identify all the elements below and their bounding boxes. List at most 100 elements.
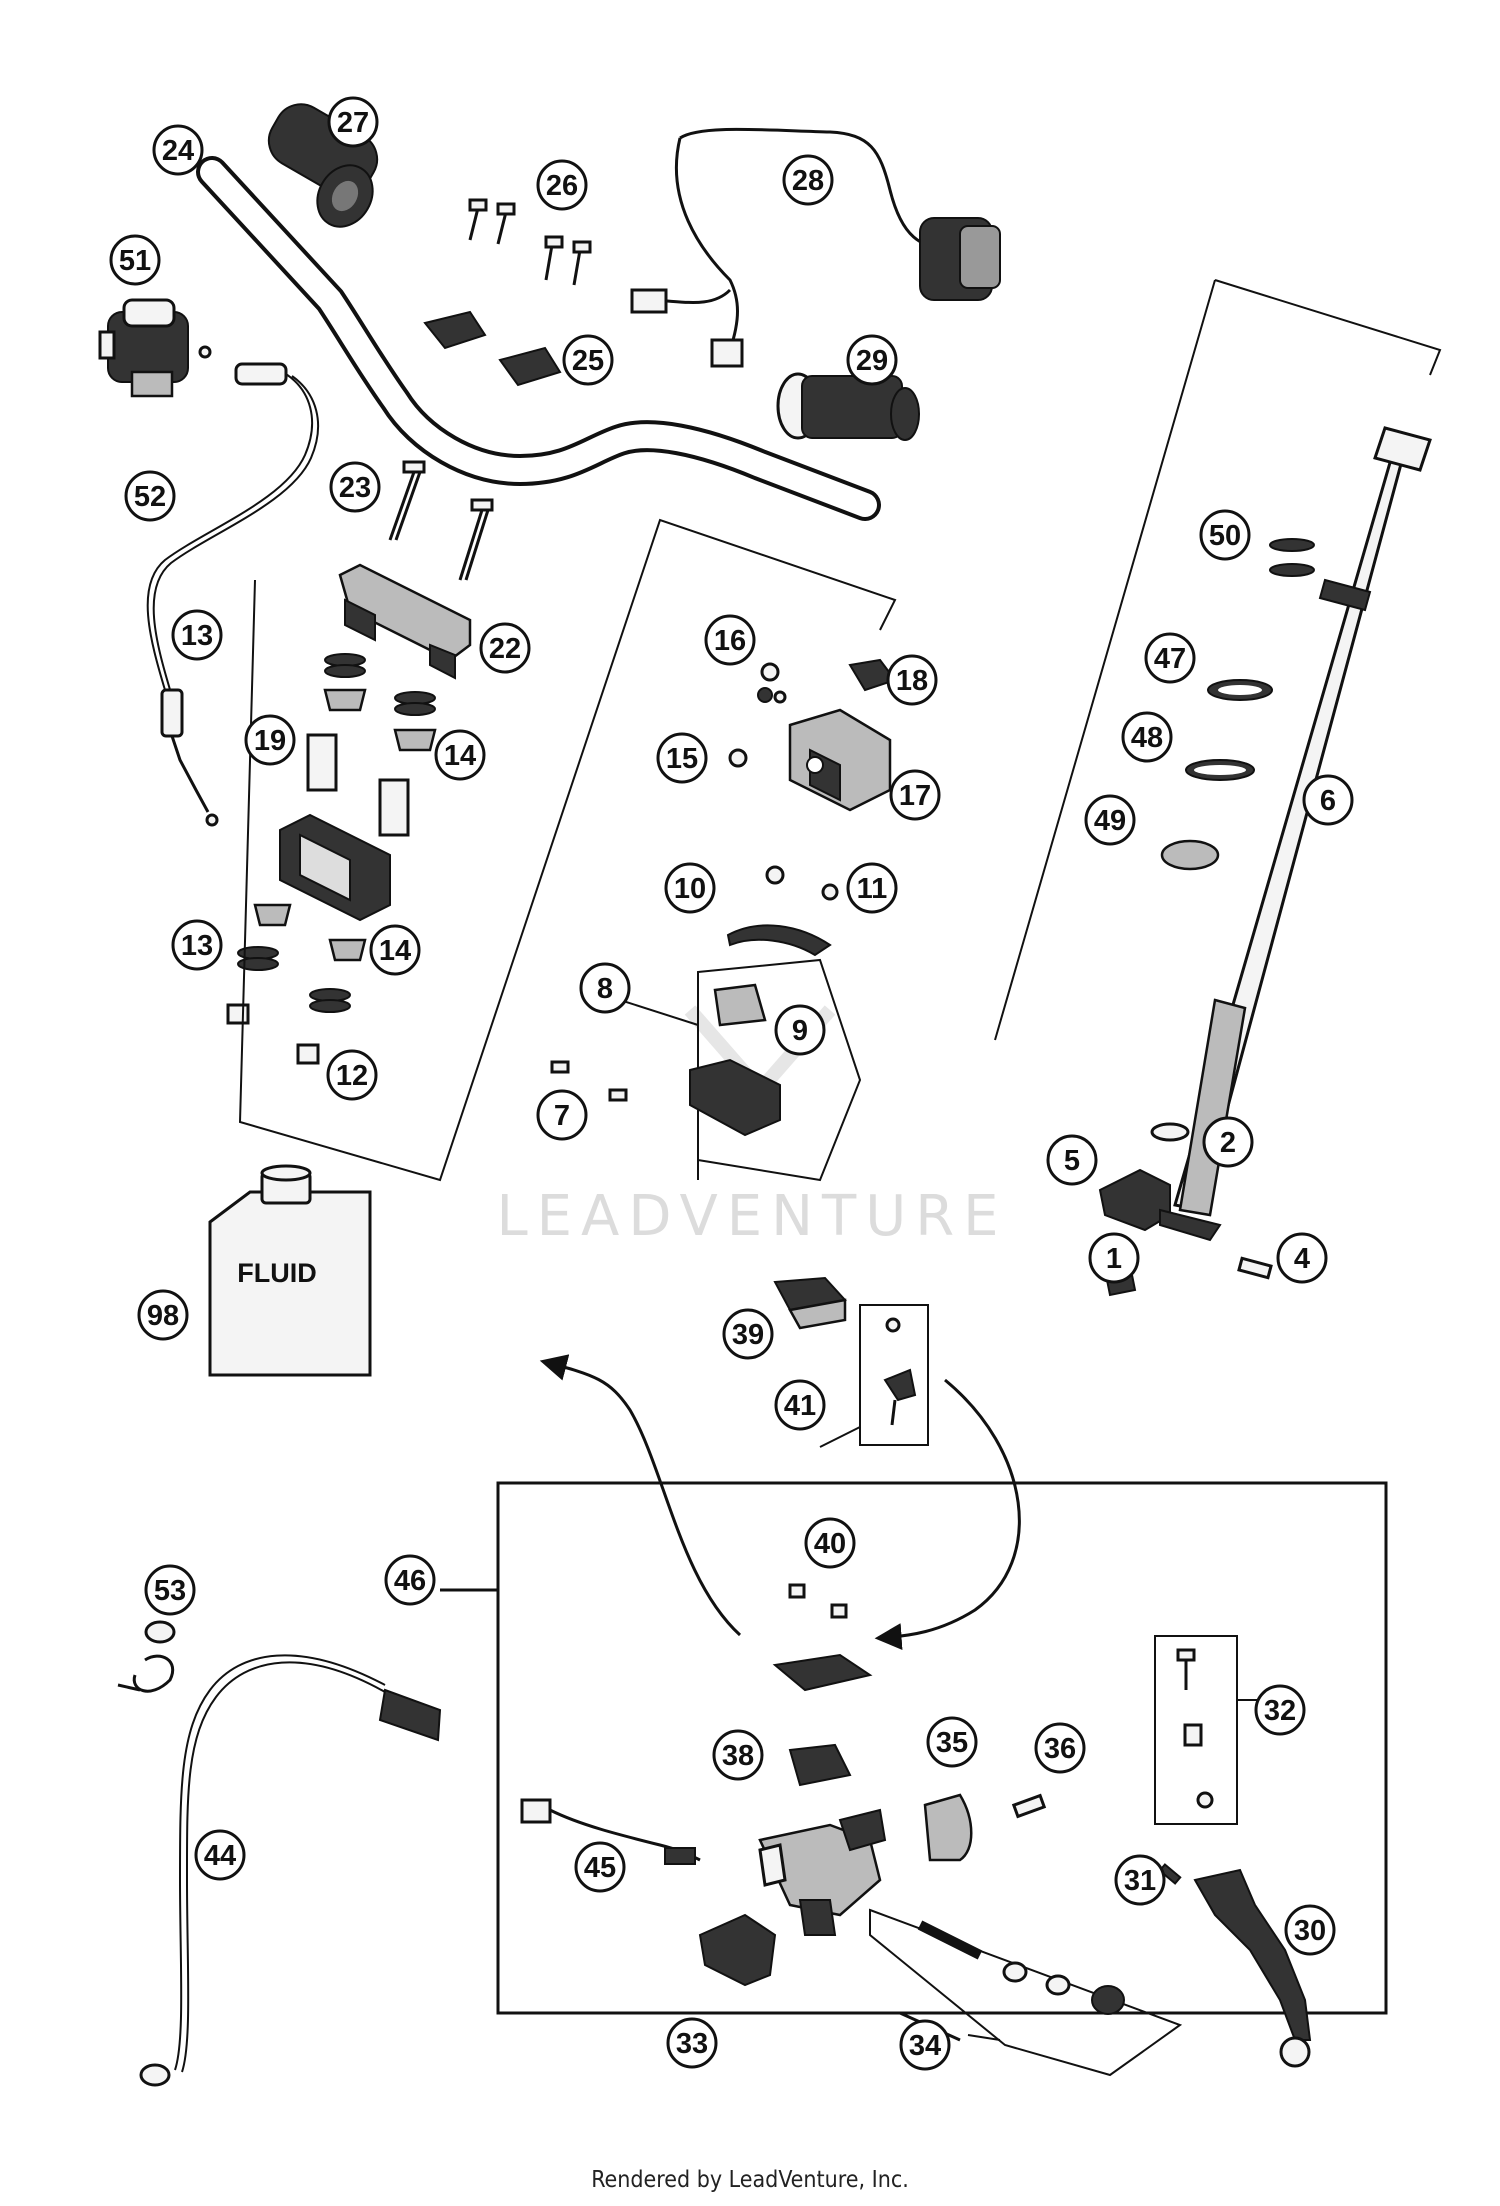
callout-label: 49 [1094, 805, 1126, 837]
callout-27: 27 [327, 96, 379, 148]
callout-circle [137, 1289, 189, 1341]
callout-45: 45 [574, 1841, 626, 1893]
callout-circle [1088, 1232, 1140, 1284]
callout-33: 33 [666, 2017, 718, 2069]
callout-circle [109, 234, 161, 286]
callout-13: 13 [171, 609, 223, 661]
callout-18: 18 [886, 654, 938, 706]
callout-label: 48 [1131, 722, 1163, 754]
brake-switch-45 [520, 1798, 701, 1865]
callout-12: 12 [326, 1049, 378, 1101]
callout-label: 17 [899, 780, 931, 812]
callout-28: 28 [782, 154, 834, 206]
callout-circle [712, 1729, 764, 1781]
callout-label: 5 [1064, 1145, 1080, 1177]
diaphragm-38 [788, 1743, 852, 1787]
callout-label: 31 [1124, 1865, 1156, 1897]
callout-circle [774, 1004, 826, 1056]
dashed-frame-clamp [238, 518, 897, 1182]
callout-circle [664, 862, 716, 914]
reservoir-cover-40 [772, 1583, 873, 1692]
bolts-26 [468, 198, 592, 286]
callout-38: 38 [712, 1729, 764, 1781]
callout-circle [886, 654, 938, 706]
clamp-35-36 [923, 1793, 1047, 1862]
callout-51: 51 [109, 234, 161, 286]
callout-label: 14 [444, 740, 476, 772]
small-parts-32 [1154, 1635, 1238, 1825]
callout-2: 2 [1202, 1116, 1254, 1168]
callout-31: 31 [1114, 1854, 1166, 1906]
callout-label: 98 [147, 1300, 179, 1332]
callout-44: 44 [194, 1829, 246, 1881]
callout-label: 2 [1220, 1127, 1236, 1159]
callout-label: 11 [857, 873, 888, 905]
piston-kit-34 [869, 1908, 1183, 2077]
callout-14: 14 [434, 729, 486, 781]
callout-98: 98 [137, 1289, 189, 1341]
callout-circle [846, 334, 898, 386]
watermark-text: LEADVENTURE [496, 1184, 1007, 1249]
callout-10: 10 [664, 862, 716, 914]
handlebar [196, 156, 881, 521]
callout-circle [782, 154, 834, 206]
callout-circle [722, 1308, 774, 1360]
rubber-pad [726, 865, 839, 957]
callout-label: 44 [204, 1840, 236, 1872]
callout-circle [1254, 1684, 1306, 1736]
callout-label: 41 [784, 1390, 816, 1422]
callout-46: 46 [384, 1554, 436, 1606]
callout-label: 12 [336, 1060, 368, 1092]
callout-7: 7 [536, 1089, 588, 1141]
callout-6: 6 [1302, 774, 1354, 826]
master-cylinder-body [758, 1808, 887, 1936]
throttle-cable [146, 362, 320, 827]
callout-22: 22 [479, 622, 531, 674]
footer-credit: Rendered by LeadVenture, Inc. [591, 2167, 909, 2193]
callout-circle [194, 1829, 246, 1881]
callout-label: 15 [666, 743, 698, 775]
clamps-25 [423, 310, 562, 387]
callout-25: 25 [562, 334, 614, 386]
callout-label: 8 [597, 973, 613, 1005]
callout-49: 49 [1084, 794, 1136, 846]
lower-clamp [226, 813, 391, 1065]
callout-14: 14 [369, 924, 421, 976]
arrow-right [874, 1378, 1021, 1651]
callout-label: 38 [722, 1740, 754, 1772]
callout-label: 10 [674, 873, 706, 905]
callout-34: 34 [899, 2019, 951, 2071]
callout-label: 6 [1320, 785, 1336, 817]
callout-label: 33 [676, 2028, 708, 2060]
callout-circle [327, 96, 379, 148]
callout-label: 1 [1106, 1243, 1122, 1275]
callout-16: 16 [704, 614, 756, 666]
callout-label: 13 [181, 930, 213, 962]
callout-circle [244, 714, 296, 766]
callout-41: 41 [774, 1379, 826, 1431]
callout-circle [1121, 711, 1173, 763]
callout-32: 32 [1254, 1684, 1306, 1736]
callout-circle [574, 1841, 626, 1893]
dust-cover-33 [698, 1913, 777, 1987]
callout-label: 52 [134, 481, 166, 513]
fluid-bottle: FLUID [208, 1164, 372, 1377]
callout-circle [1046, 1134, 1098, 1186]
callout-label: 4 [1294, 1243, 1310, 1275]
callout-label: 19 [254, 725, 286, 757]
callout-30: 30 [1284, 1904, 1336, 1956]
callout-label: 14 [379, 935, 411, 967]
callout-circle [326, 1049, 378, 1101]
callout-label: 46 [394, 1565, 426, 1597]
bushings-upper [306, 653, 437, 837]
callout-39: 39 [722, 1308, 774, 1360]
callout-label: 51 [119, 245, 151, 277]
callout-circle [926, 1716, 978, 1768]
steering-stem [994, 279, 1442, 1217]
callout-label: 24 [162, 135, 194, 167]
callout-leaders [619, 999, 1262, 2041]
callout-label: 34 [909, 2030, 941, 2062]
callout-circle [536, 159, 588, 211]
clamp-assembly-8 [550, 958, 862, 1182]
callout-13: 13 [171, 919, 223, 971]
